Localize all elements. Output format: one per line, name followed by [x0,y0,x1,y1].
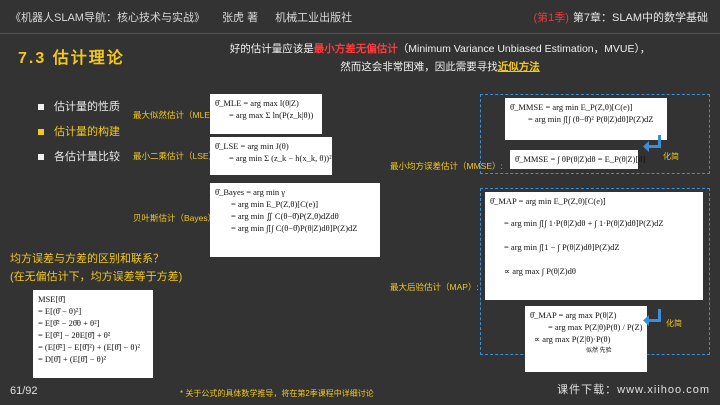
mse-eq-line: = D[θ̂] + (E[θ̂] − θ)² [38,354,107,364]
intro-highlight-mvue: 最小方差无偏估计 [313,43,398,55]
bayes-eq-line: = arg min ∬ C(θ−θ̂)P(Z,θ)dZdθ [231,211,339,221]
mmse-dashed-frame [480,94,710,174]
map-equation: θ̂_MAP = arg min E_P(Z,θ)[C(e)] = arg mi… [485,192,703,300]
menu-item-properties[interactable]: 估计量的性质 [38,100,120,125]
intro-highlight-approx: 近似方法 [497,61,540,73]
mle-label: 最大似然估计（MLE）: [133,110,221,120]
mmse-label: 最小均方误差估计（MMSE）: [390,161,503,171]
lse-eq-line: θ̂_LSE = arg min J(θ) [215,141,289,151]
book-title: 《机器人SLAM导航：核心技术与实战》 [10,12,205,24]
simplify-label: 化简 [666,319,682,328]
lse-equation: θ̂_LSE = arg min J(θ) = arg min Σ (z_k −… [210,137,332,175]
topic-menu: 估计量的性质 估计量的构建 各估计量比较 [38,100,120,175]
menu-item-construction[interactable]: 估计量的构建 [38,125,120,150]
bullet-icon [38,129,44,136]
bayes-equation: θ̂_Bayes = arg min γ = arg min E_P(Z,θ)[… [210,183,380,257]
menu-item-comparison[interactable]: 各估计量比较 [38,150,120,175]
mse-equation: MSE[θ̂] = E[(θ̂ − θ)²] = E[θ̂² − 2θ̂θ + … [33,290,153,378]
map-simplified-eq-line: ∝ arg max P(Z|θ)·P(θ) [534,334,611,344]
lse-label: 最小二乘估计（LSE）: [133,151,220,161]
mmse-equation: θ̂_MMSE = arg min E_P(Z,θ)[C(e)] = arg m… [505,98,667,140]
header-divider [0,33,720,34]
bayes-label: 贝叶斯估计（Bayes）: [133,213,219,223]
footer-note: * 关于公式的具体数学推导，将在第2季课程中详细讨论 [180,389,374,398]
bayes-eq-line: θ̂_Bayes = arg min γ [215,187,286,197]
mmse-simplified-eq-line: θ̂_MMSE = ∫ θP(θ|Z)dθ = E_P(θ|Z)[θ] [515,154,646,164]
season-label: (第1季) [533,12,569,24]
menu-item-label: 估计量的构建 [54,126,120,138]
mmse-eq-line: θ̂_MMSE = arg min E_P(Z,θ)[C(e)] [510,102,633,112]
intro-text: 好的估计量应该是最小方差无偏估计（Minimum Variance Unbias… [180,40,700,76]
mse-eq-line: = (E[θ̂²] − E[θ̂]²) + (E[θ̂] − θ)² [38,342,140,352]
section-title: 7.3 估计理论 [18,50,125,67]
map-label: 最大后验估计（MAP）: [390,282,479,292]
map-eq-line: = arg min ∫[1 − ∫ P(θ|Z)dθ]P(Z)dZ [504,242,620,252]
bullet-icon [38,154,44,161]
mse-eq-line: = E[θ̂²] − 2θE[θ̂] + θ² [38,330,111,340]
map-eq-line: = arg min ∫[∫ 1·P(θ|Z)dθ + ∫ 1·P(θ|Z)dθ]… [504,218,664,228]
map-eq-line: ∝ arg max ∫ P(θ|Z)dθ [504,266,576,276]
header-bar: 《机器人SLAM导航：核心技术与实战》 张虎 著 机械工业出版社 (第1季)第7… [0,0,720,34]
intro-line-2: 然而这会非常困难，因此需要寻找近似方法 [180,58,700,76]
map-eq-line: θ̂_MAP = arg min E_P(Z,θ)[C(e)] [490,196,606,206]
book-author: 张虎 著 [222,12,259,24]
download-link[interactable]: 课件下载：www.xiihoo.com [557,384,710,396]
page-number: 61/92 [10,385,38,397]
bayes-eq-line: = arg min ∫[∫ C(θ−θ̂)P(θ|Z)dθ]P(Z)dZ [231,223,358,233]
intro-line-1: 好的估计量应该是最小方差无偏估计（Minimum Variance Unbias… [180,40,700,58]
map-simplified-eq-line: θ̂_MAP = arg max P(θ|Z) [530,310,617,320]
map-simplified-equation: θ̂_MAP = arg max P(θ|Z) = arg max P(Z|θ)… [525,306,647,372]
arrow-down-left-icon [643,309,661,326]
mle-eq-line: θ̂_MLE = arg max l(θ|Z) [215,98,299,108]
mmse-simplified-equation: θ̂_MMSE = ∫ θP(θ|Z)dθ = E_P(θ|Z)[θ] [510,150,646,169]
question-line-1: 均方误差与方差的区别和联系？ [10,253,164,265]
simplify-label: 化简 [663,152,679,161]
intro-line2-prefix: 然而这会非常困难，因此需要寻找 [340,61,498,73]
map-simplified-eq-line: = arg max P(Z|θ)P(θ) / P(Z) [548,322,643,332]
menu-item-label: 各估计量比较 [54,151,120,163]
map-simplified-annotation: 似然 先验 [586,348,612,354]
bullet-icon [38,104,44,111]
mse-eq-line: = E[θ̂² − 2θ̂θ + θ²] [38,318,100,328]
mle-eq-line: = arg max Σ ln(P(z_k|θ)) [229,110,314,120]
chapter-info: (第1季)第7章：SLAM中的数学基础 [533,9,708,25]
question-line-2: (在无偏估计下，均方误差等于方差) [10,271,183,283]
book-info: 《机器人SLAM导航：核心技术与实战》 张虎 著 机械工业出版社 [10,9,366,25]
menu-item-label: 估计量的性质 [54,101,120,113]
mle-equation: θ̂_MLE = arg max l(θ|Z) = arg max Σ ln(P… [210,94,322,134]
mse-eq-line: = E[(θ̂ − θ)²] [38,306,82,316]
lse-eq-line: = arg min Σ (z_k − h(x_k, θ))² [229,153,332,163]
mse-eq-line: MSE[θ̂] [38,294,66,304]
mmse-eq-line: = arg min ∫[∫ (θ−θ̂)² P(θ|Z)dθ]P(Z)dZ [528,114,654,124]
chapter-title: 第7章：SLAM中的数学基础 [572,12,708,24]
arrow-down-left-icon [643,135,661,152]
intro-line1-suffix: （Minimum Variance Unbiased Estimation，MV… [397,43,651,55]
book-publisher: 机械工业出版社 [275,12,353,24]
bayes-eq-line: = arg min E_P(Z,θ)[C(e)] [231,199,319,209]
intro-line1-prefix: 好的估计量应该是 [229,43,314,55]
mse-question: 均方误差与方差的区别和联系？ (在无偏估计下，均方误差等于方差) [10,250,182,286]
